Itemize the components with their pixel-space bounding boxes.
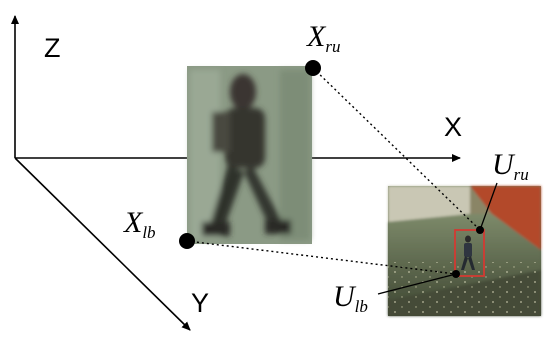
label-u-ru-sub: ru [513,165,529,184]
point-x-lb [179,233,195,249]
projection-lines [186,67,481,275]
point-u-ru [476,226,484,234]
label-u-ru-main: U [492,148,514,181]
label-u-lb-main: U [333,280,355,313]
leader-line-u-ru [479,182,498,231]
point-x-ru [305,60,321,76]
camera-image [388,186,541,316]
label-x-ru-main: X [307,20,326,53]
bounding-box [454,229,485,277]
point-u-lb [452,270,460,278]
z-axis-label: Z [44,33,61,63]
projection-line-ru [312,67,481,231]
leader-line-u-lb [377,273,457,295]
label-u-ru: Uru [492,148,529,184]
label-u-lb-sub: lb [354,297,368,316]
label-x-ru-sub: ru [325,37,341,56]
label-x-lb-main: X [124,206,143,239]
label-u-lb: Ulb [333,280,368,316]
small-person-figure [461,235,475,270]
projection-line-lb [186,240,457,275]
y-axis-line [14,157,191,331]
person-patch-image [187,66,312,244]
label-x-ru: Xru [307,20,341,56]
label-x-lb-sub: lb [142,223,156,242]
label-x-lb: Xlb [124,206,156,242]
y-axis-label: Y [191,288,210,318]
x-axis-label: X [444,112,463,142]
